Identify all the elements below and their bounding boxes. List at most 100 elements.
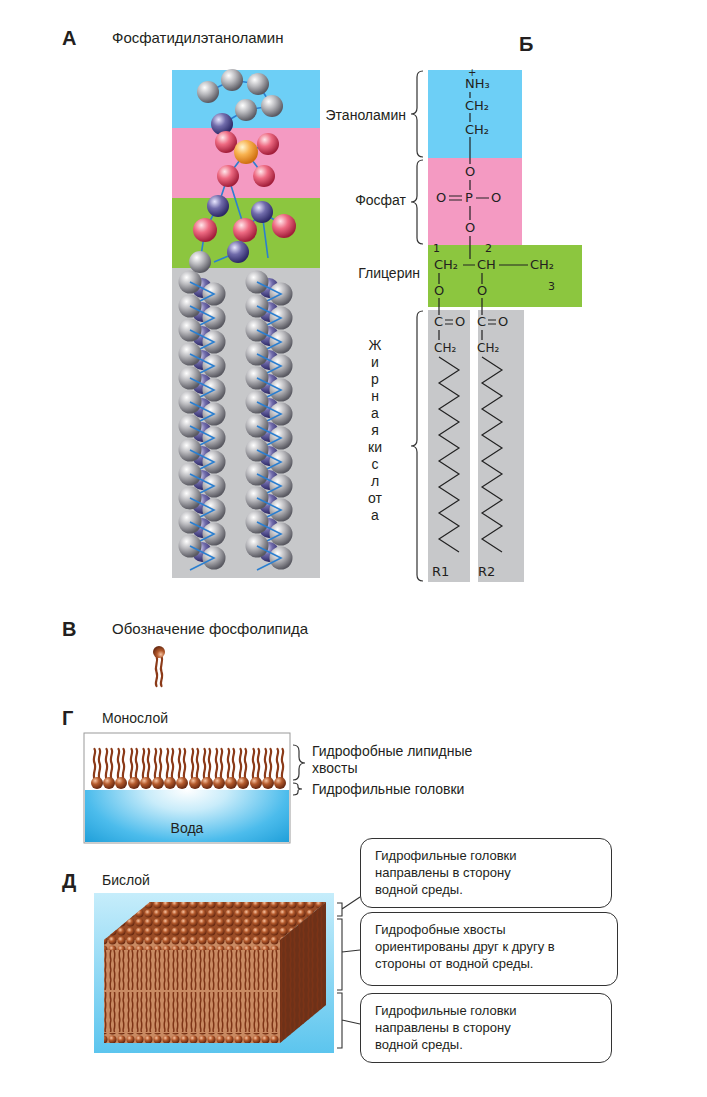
monolayer-figure xyxy=(225,749,237,789)
atom: O xyxy=(434,283,444,299)
part-label: Гидрофобные липидные хвосты xyxy=(312,743,497,777)
head-group-model xyxy=(235,99,257,121)
curly-brace xyxy=(293,783,302,795)
bilayer-figure xyxy=(280,902,326,1043)
panel-letter: Б xyxy=(519,32,533,56)
monolayer-figure xyxy=(103,749,115,789)
callout-text: Гидрофобные хвосты ориентированы друг к … xyxy=(375,921,575,972)
fatty-acid-chain xyxy=(179,271,226,571)
bracket-leader xyxy=(337,897,360,1048)
atom: C xyxy=(434,314,443,330)
band-shape xyxy=(439,307,496,340)
phospholipid-symbol xyxy=(153,646,165,686)
curly-brace xyxy=(293,745,305,795)
monolayer-figure xyxy=(262,749,274,789)
monolayer-figure xyxy=(140,749,152,789)
callout-text: Гидрофильные головки направлены в сторон… xyxy=(375,847,540,898)
atom-group: NH₃ xyxy=(465,76,490,92)
atom: O xyxy=(465,164,475,180)
panel-letter: А xyxy=(62,26,76,50)
panel-title: Фосфатидилэтаноламин xyxy=(112,29,283,47)
head-group-model xyxy=(233,218,257,242)
atom-group: CH₂ xyxy=(434,257,458,273)
band-shape xyxy=(428,310,470,582)
monolayer-figure xyxy=(84,733,290,843)
band-shape xyxy=(439,245,528,307)
panel-letter: Г xyxy=(62,706,73,730)
monolayer-figure xyxy=(213,749,225,789)
atom-group: CH₂ xyxy=(434,341,456,356)
head-group-model xyxy=(215,131,237,153)
atom-group: CH₂ xyxy=(465,98,489,114)
band-column xyxy=(172,128,320,198)
atom: O xyxy=(436,190,446,206)
radical-label: R1 xyxy=(432,564,449,580)
fatty-acid-chain xyxy=(179,271,293,571)
group-label: Этаноламин xyxy=(326,106,406,124)
band-shape xyxy=(428,245,582,307)
atom: C xyxy=(477,314,486,330)
panel-letter: Д xyxy=(62,869,76,893)
water-region: Вода xyxy=(85,790,289,842)
monolayer-figure xyxy=(128,749,140,789)
head-group-model xyxy=(247,73,269,95)
ethanolamine-band: Этаноламин+NH₃CH₂CH₂ xyxy=(428,70,522,158)
bracket-leader xyxy=(337,919,360,990)
band-shape xyxy=(482,357,502,552)
head-group-model xyxy=(189,69,296,273)
atom-group: CH xyxy=(477,257,496,273)
head-group-model xyxy=(217,165,239,187)
curly-brace xyxy=(411,71,423,157)
monolayer-figure xyxy=(152,749,164,789)
part-label: Гидрофильные головки xyxy=(312,781,464,798)
bilayer-figure xyxy=(104,940,280,1043)
bracket-leader xyxy=(337,897,360,916)
water-label: Вода xyxy=(85,819,289,837)
monolayer-figure xyxy=(201,749,213,789)
atom-group: CH₂ xyxy=(530,257,554,273)
phospholipid-symbol xyxy=(153,646,165,686)
band-shape xyxy=(449,158,489,245)
band-shape xyxy=(428,70,522,158)
bilayer-figure xyxy=(104,992,280,1032)
head-group-model xyxy=(227,241,249,263)
bracket-leader xyxy=(337,993,360,1048)
head-group-model xyxy=(253,165,275,187)
monolayer-figure xyxy=(84,733,290,843)
head-group-model xyxy=(197,81,219,103)
bilayer-figure xyxy=(104,950,280,990)
band-shape xyxy=(428,245,582,307)
carbon-number: 3 xyxy=(548,280,555,294)
curly-brace xyxy=(411,311,423,581)
head-group-model xyxy=(193,218,217,242)
fatty-acid-band: Жирная кислотаCOCOCH₂CH₂R1R2 xyxy=(428,310,524,582)
carbon-number: 1 xyxy=(433,242,440,256)
atom-group: CH₂ xyxy=(465,122,489,138)
band-column xyxy=(172,268,320,578)
head-group-model xyxy=(272,214,296,238)
radical-label: R2 xyxy=(478,564,495,580)
monolayer-figure xyxy=(274,749,286,789)
bilayer-figure xyxy=(94,893,334,1053)
band-column xyxy=(172,70,320,578)
band-column xyxy=(172,70,320,128)
band-shape xyxy=(428,158,522,245)
head-group-model xyxy=(207,195,229,217)
callout-box: Гидрофильные головки направлены в сторон… xyxy=(360,993,612,1063)
panel-title: Обозначение фосфолипида xyxy=(112,620,308,638)
head-group-model xyxy=(257,133,279,155)
monolayer-figure xyxy=(91,749,103,789)
curly-brace xyxy=(293,745,305,780)
fatty-acid-chain xyxy=(246,271,293,571)
panel-title: Бислой xyxy=(102,872,150,889)
group-label: Фосфат xyxy=(355,191,406,209)
head-group-model xyxy=(251,201,273,223)
callout-box: Гидрофобные хвосты ориентированы друг к … xyxy=(360,912,618,986)
atom-group: CH₂ xyxy=(477,341,499,356)
panel-letter: В xyxy=(62,617,76,641)
callout-box: Гидрофильные головки направлены в сторон… xyxy=(360,838,612,908)
atom: O xyxy=(491,190,501,206)
monolayer-figure xyxy=(176,749,188,789)
